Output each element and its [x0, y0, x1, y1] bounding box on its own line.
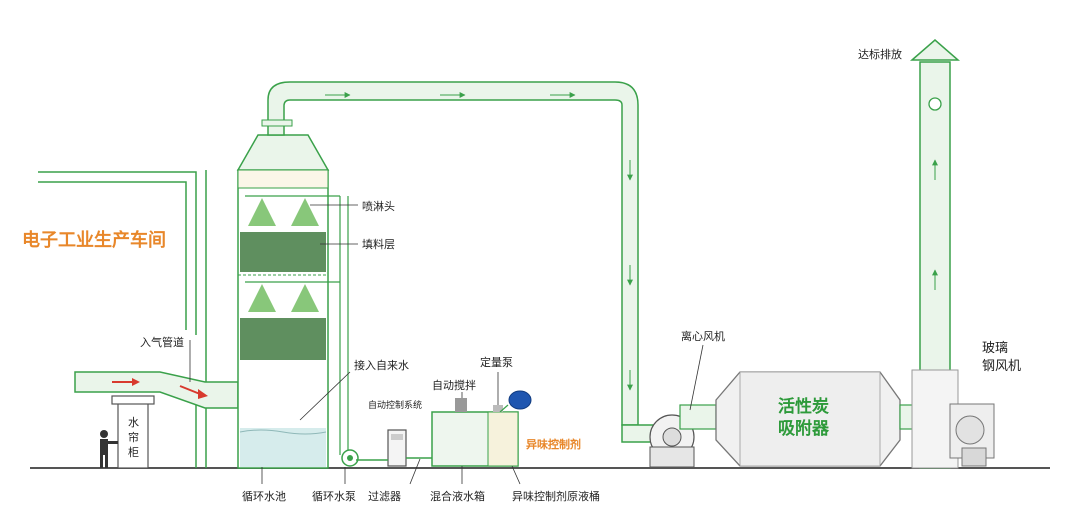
inlet-pipe: [74, 371, 239, 409]
label-water-curtain-3: 柜: [128, 446, 139, 459]
label-carbon-2: 吸附器: [778, 418, 830, 439]
label-frp-fan-1: 玻璃: [982, 341, 1008, 356]
label-water-curtain-2: 帘: [128, 430, 139, 444]
top-duct: [261, 81, 656, 443]
label-water-curtain-1: 水: [128, 416, 139, 429]
frp-fan: [949, 403, 995, 467]
label-mix-tank: 混合液水箱: [430, 489, 485, 503]
scrubber-tower: [236, 134, 330, 469]
label-circ-pump: 循环水泵: [312, 490, 356, 503]
label-centrifugal-fan: 离心风机: [681, 329, 725, 343]
carbon-adsorber: [715, 371, 921, 467]
label-packing-layer: 填料层: [362, 237, 395, 251]
mix-tank: [431, 398, 519, 467]
auto-control-cabinet: [356, 429, 432, 467]
label-odor-agent: 异味控制剂: [526, 437, 581, 451]
label-circ-pool: 循环水池: [242, 490, 286, 503]
label-spray-head: 喷淋头: [362, 200, 395, 213]
circ-pool-water: [240, 428, 326, 467]
circ-pump: [341, 449, 359, 467]
label-filter: 过滤器: [368, 490, 401, 503]
packing-layer-lower: [240, 318, 326, 360]
odor-agent-barrel: [499, 390, 532, 413]
centrifugal-fan: [649, 404, 717, 468]
label-carbon-1: 活性炭: [778, 396, 829, 417]
label-workshop: 电子工业生产车间: [22, 229, 166, 251]
label-discharge: 达标排放: [858, 47, 902, 61]
label-auto-control: 自动控制系统: [368, 399, 422, 411]
workshop-building: [38, 170, 207, 468]
worker-figure: [100, 430, 118, 468]
label-auto-stir: 自动搅拌: [432, 378, 476, 392]
water-curtain-cabinet: [111, 395, 155, 469]
label-frp-fan-2: 钢风机: [982, 359, 1021, 374]
spray-heads: [248, 198, 319, 312]
packing-layer-upper: [240, 232, 326, 272]
label-dosing-pump: 定量泵: [480, 355, 513, 369]
label-tap-water: 接入自来水: [354, 359, 409, 372]
label-odor-barrel: 异味控制剂原液桶: [512, 489, 600, 503]
label-inlet-pipe: 入气管道: [140, 335, 184, 349]
